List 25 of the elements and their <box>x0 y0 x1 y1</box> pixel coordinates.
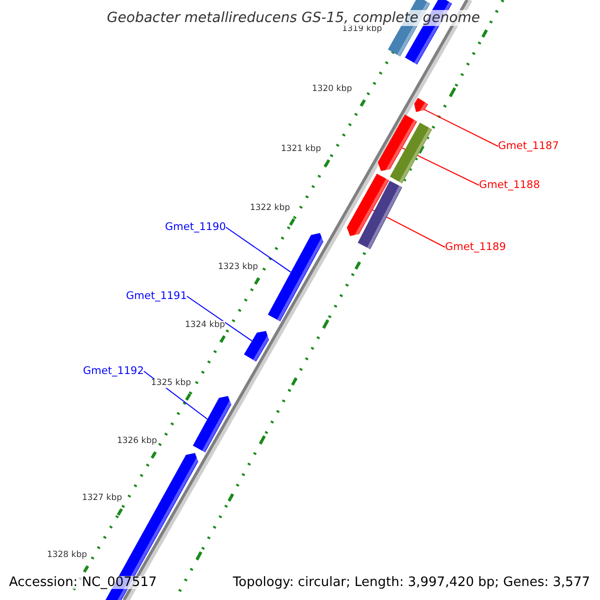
tick-label: 1325 kbp <box>150 379 191 388</box>
tick-label: 1320 kbp <box>312 85 352 94</box>
title: Geobacter metallireducens GS-15, complete genome <box>106 10 480 26</box>
gene-block <box>268 233 326 322</box>
gene-label: Gmet_1192 <box>83 366 144 376</box>
leader-line <box>186 296 252 342</box>
gene-block <box>244 331 272 362</box>
tick-label: 1327 kbp <box>82 494 122 502</box>
gene-label: Gmet_1191 <box>126 291 187 302</box>
gene-block <box>192 396 234 452</box>
tick-label: 1326 kbp <box>116 437 157 446</box>
gene-block <box>414 98 428 115</box>
tick-label: 1328 kbp <box>46 551 87 560</box>
gene-label: Gmet_1187 <box>498 141 559 152</box>
gene-label: Gmet_1188 <box>479 180 540 190</box>
leader-line <box>225 226 292 273</box>
gene-label: Gmet_1189 <box>445 242 506 252</box>
tick-label: 1324 kbp <box>184 321 225 330</box>
tick-label: 1321 kbp <box>280 145 321 154</box>
gene-label: Gmet_1190 <box>165 222 226 232</box>
tick-label: 1322 kbp <box>250 204 290 212</box>
accession-text: Accession: NC_007517 <box>9 576 157 589</box>
leader-line <box>424 109 498 147</box>
genome-info-text: Topology: circular; Length: 3,997,420 bp; Genes: 3,577 <box>232 576 590 589</box>
tick-label: 1323 kbp <box>218 263 258 272</box>
